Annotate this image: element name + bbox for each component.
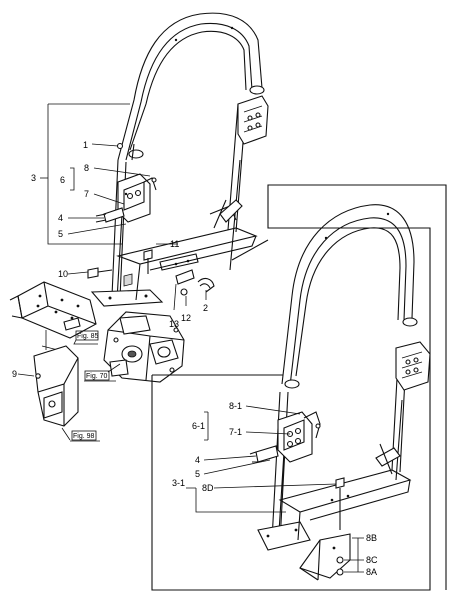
callout-2: 2	[203, 303, 208, 313]
callout-8: 8	[84, 163, 89, 173]
fender-bracket-left	[9, 281, 97, 441]
callout-5-lower: 5	[195, 469, 200, 479]
figure-references: Fig. 85 Fig. 70 Fig. 98	[70, 330, 121, 442]
fig-70-label: Fig. 70	[86, 373, 108, 380]
explode-box	[151, 184, 447, 591]
callout-13: 13	[169, 319, 179, 329]
belt-bracket-lower	[249, 411, 321, 463]
callout-7: 7	[84, 189, 89, 199]
fig-98-label: Fig. 98	[73, 433, 95, 440]
callout-5: 5	[58, 229, 63, 239]
leader-lines-lower	[186, 405, 364, 573]
callout-6-1: 6-1	[192, 421, 205, 431]
callout-6: 6	[60, 175, 65, 185]
callout-8A: 8A	[366, 567, 377, 577]
belt-bracket-upper	[95, 142, 157, 223]
callout-8D: 8D	[202, 483, 214, 493]
callout-8B: 8B	[366, 533, 377, 543]
callout-12: 12	[181, 313, 191, 323]
bracket-8-series	[299, 477, 351, 581]
callout-9: 9	[12, 369, 17, 379]
fig-85-label: Fig. 85	[77, 333, 99, 340]
callout-10: 10	[58, 269, 68, 279]
callout-8C: 8C	[366, 555, 378, 565]
callout-4: 4	[58, 213, 63, 223]
small-parts-upper	[87, 249, 215, 296]
callout-3: 3	[31, 173, 36, 183]
callout-labels: 1 3 6 8 7 4 5 11 10 12 13 2 9 3-1 6-1 8-…	[12, 140, 378, 577]
callout-3-1: 3-1	[172, 478, 185, 488]
callout-4-lower: 4	[195, 455, 200, 465]
callout-11: 11	[170, 239, 179, 249]
transmission-housing	[103, 311, 185, 383]
rops-frame-upper	[90, 12, 269, 307]
callout-8-1: 8-1	[229, 401, 242, 411]
callout-7-1: 7-1	[229, 427, 242, 437]
rops-frame-lower	[257, 204, 431, 551]
callout-1: 1	[83, 140, 88, 150]
leader-lines-upper	[40, 103, 207, 311]
